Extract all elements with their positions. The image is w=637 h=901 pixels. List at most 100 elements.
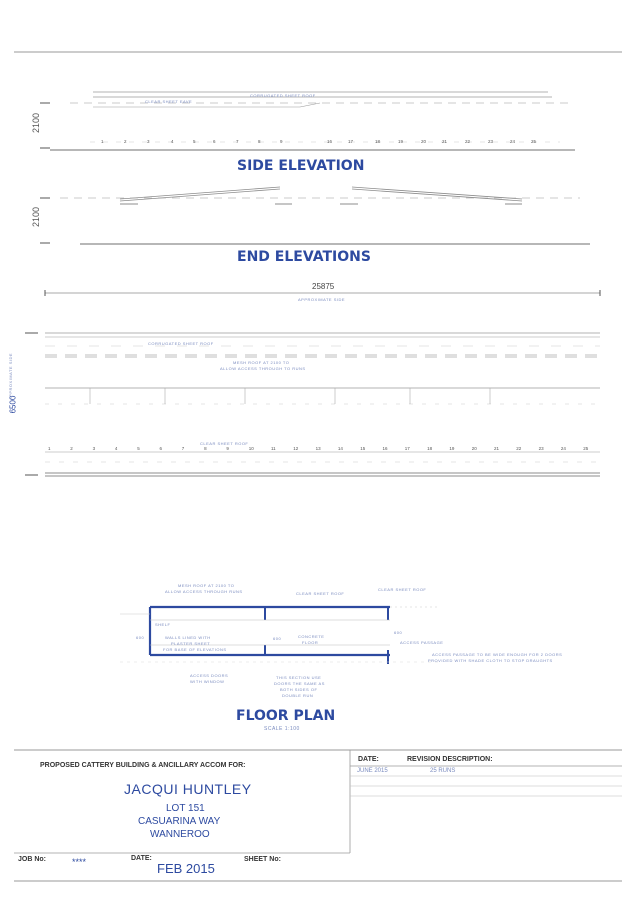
- floor-concrete-note-2: FLOOR: [302, 640, 319, 645]
- plan-length-note: APPROXIMATE SIDE: [298, 297, 346, 302]
- title-block-address-3: WANNEROO: [150, 829, 210, 840]
- floor-section-note-3: BOTH SIDES OF: [280, 687, 318, 692]
- side-elevation-roof-label: CORRUGATED SHEET ROOF: [250, 93, 316, 98]
- revision-description-header: REVISION DESCRIPTION:: [407, 756, 493, 763]
- plan-bay-number: 22: [516, 446, 522, 451]
- plan-bay-number: 25: [583, 446, 589, 451]
- plan-bay-number: 9: [226, 446, 229, 451]
- side-elevation-title: SIDE ELEVATION: [237, 158, 365, 174]
- side-bay-number: 7: [236, 139, 239, 144]
- revision-date-header: DATE:: [358, 756, 379, 763]
- floor-right-note-1: ACCESS PASSAGE TO BE WIDE ENOUGH FOR 2 D…: [432, 652, 563, 657]
- side-elevation-height-dim: 2100: [31, 112, 42, 134]
- floor-clear-sheet-note-2: CLEAR SHEET ROOF: [378, 587, 427, 592]
- side-bay-number: 5: [193, 139, 196, 144]
- floor-access-doors-note-2: WITH WINDOW: [190, 679, 225, 684]
- plan-bay-number: 13: [315, 446, 321, 451]
- plan-mesh-note-2: ALLOW ACCESS THROUGH TO RUNS: [220, 366, 306, 371]
- floor-plan-scale: SCALE 1:100: [264, 726, 300, 732]
- plan-bay-number: 12: [293, 446, 299, 451]
- end-elevations-height-dim: 2100: [31, 206, 42, 228]
- floor-walls-note-2: PLASTER SHEET: [171, 641, 211, 646]
- plan-bay-number: 4: [114, 446, 118, 451]
- plan-bay-number: 5: [137, 446, 140, 451]
- side-elevation-drawing: [40, 91, 575, 151]
- plan-bay-number: 18: [427, 446, 433, 451]
- plan-section-drawing: [25, 290, 601, 477]
- plan-bay-number: 16: [382, 446, 388, 451]
- plan-bay-number: 24: [560, 446, 566, 451]
- plan-bay-number: 14: [337, 446, 343, 451]
- side-elevation-sheet-label: CLEAR SHEET EAVE: [145, 99, 193, 104]
- floor-clear-sheet-note: CLEAR SHEET ROOF: [296, 591, 345, 596]
- plan-roof-note: CORRUGATED SHEET ROOF: [148, 341, 214, 346]
- plan-length-dim: 25875: [312, 282, 335, 291]
- side-bay-number: 2: [124, 139, 127, 144]
- revision-description-value: 25 RUNS: [430, 768, 456, 774]
- side-bay-number: 1: [101, 139, 104, 144]
- side-bay-number: 21: [442, 139, 448, 144]
- revision-date-value: JUNE 2015: [357, 768, 388, 774]
- plan-bay-number: 19: [449, 446, 455, 451]
- floor-mesh-note-1: MESH ROOF AT 2100 TO: [178, 583, 235, 588]
- floor-walls-note-1: WALLS LINED WITH: [165, 635, 211, 640]
- floor-section-note-4: DOUBLE RUN: [282, 693, 314, 698]
- floor-dim-600-mid: 600: [273, 636, 282, 641]
- title-block-address-1: LOT 151: [166, 803, 205, 814]
- floor-right-note-2: PROVIDED WITH SHADE CLOTH TO STOP DRAUGH…: [428, 658, 553, 663]
- title-block-proposal: PROPOSED CATTERY BUILDING & ANCILLARY AC…: [40, 762, 246, 769]
- plan-bay-number: 17: [404, 446, 410, 451]
- plan-bay-number: 3: [92, 446, 96, 451]
- floor-dim-600-right: 600: [394, 630, 403, 635]
- end-elevations-drawing: [40, 186, 590, 245]
- side-bay-number: 22: [465, 139, 471, 144]
- floor-section-note-2: DOORS THE SAME AS: [274, 681, 325, 686]
- plan-bay-number: 2: [70, 446, 73, 451]
- plan-bay-number: 1: [48, 446, 51, 451]
- title-block-linework: [14, 749, 622, 882]
- floor-mesh-note-2: ALLOW ACCESS THROUGH RUNS: [165, 589, 243, 594]
- issue-date-label: DATE:: [131, 855, 152, 862]
- plan-mesh-note-1: MESH ROOF AT 2100 TO: [233, 360, 290, 365]
- side-bay-number: 6: [213, 139, 216, 144]
- side-bay-number: 24: [510, 139, 516, 144]
- plan-width-note: APPROXIMATE SIDE: [8, 352, 13, 400]
- side-bay-number: 25: [531, 139, 537, 144]
- side-bay-number: 17: [348, 139, 354, 144]
- side-bay-number: 19: [398, 139, 404, 144]
- plan-sheet-note: CLEAR SHEET ROOF: [200, 441, 249, 446]
- end-elevations-title: END ELEVATIONS: [237, 249, 371, 265]
- side-bay-number: 3: [147, 139, 150, 144]
- job-number-value: ****: [72, 857, 87, 867]
- floor-concrete-note-1: CONCRETE: [298, 634, 325, 639]
- plan-bay-number: 8: [204, 446, 207, 451]
- floor-section-note-1: THIS SECTION USE: [276, 675, 322, 680]
- side-bay-number: 18: [375, 139, 381, 144]
- side-bay-number: 8: [258, 139, 261, 144]
- plan-bay-number: 6: [159, 446, 163, 451]
- floor-plan-title: FLOOR PLAN: [236, 708, 336, 724]
- side-bay-number: 4: [171, 139, 174, 144]
- plan-bay-number: 23: [538, 446, 544, 451]
- title-block-client: JACQUI HUNTLEY: [124, 781, 252, 797]
- floor-plan-drawing: [120, 605, 440, 664]
- plan-bay-number: 7: [181, 446, 185, 451]
- side-bay-number: 9: [280, 139, 283, 144]
- side-bay-number: 16: [327, 139, 333, 144]
- floor-shelf-note: SHELF: [155, 622, 171, 627]
- plan-bay-number: 10: [248, 446, 254, 451]
- title-block-address-2: CASUARINA WAY: [138, 816, 221, 827]
- plan-bay-number: 15: [360, 446, 366, 451]
- issue-date-value: FEB 2015: [157, 861, 215, 876]
- floor-walls-note-3: FOR BASE OF ELEVATIONS: [163, 647, 227, 652]
- plan-bay-number: 11: [271, 446, 276, 451]
- plan-bay-number: 21: [494, 446, 500, 451]
- floor-dim-600-left: 600: [136, 635, 145, 640]
- floor-access-doors-note-1: ACCESS DOORS: [190, 673, 229, 678]
- plan-bay-number: 20: [471, 446, 477, 451]
- sheet-number-label: SHEET No:: [244, 856, 281, 863]
- job-number-label: JOB No:: [18, 856, 46, 863]
